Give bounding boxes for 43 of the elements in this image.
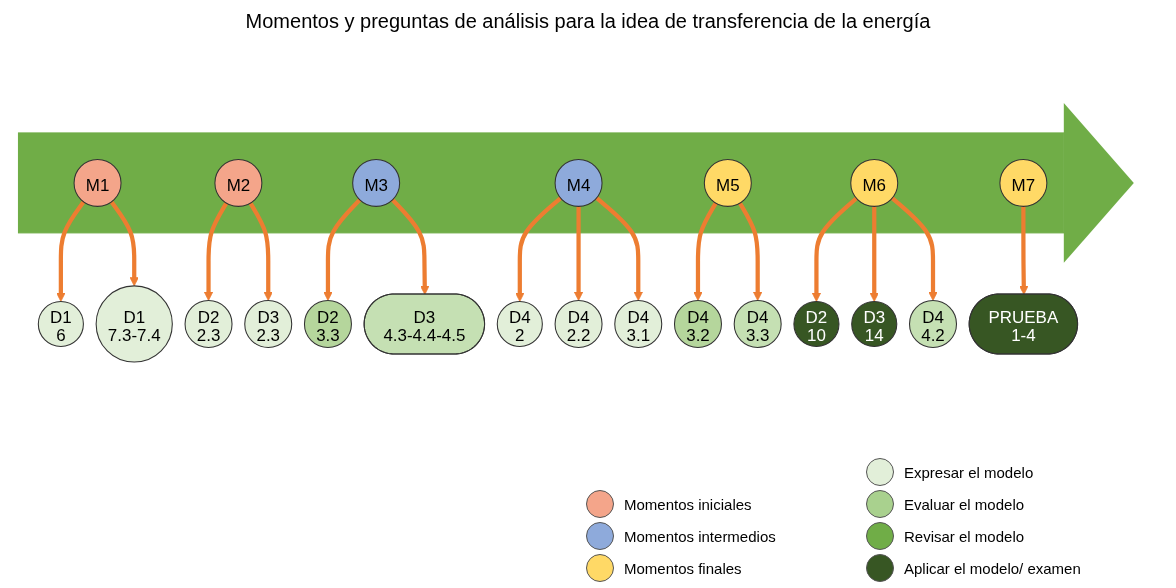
arrow <box>1019 206 1029 295</box>
node-circle: M3 <box>352 158 401 207</box>
legend-label: Aplicar el modelo/ examen <box>904 559 1081 577</box>
node-circle: M2 <box>214 158 263 207</box>
arrow <box>811 196 858 302</box>
node-circle: D1 7.3-7.4 <box>95 285 173 363</box>
node-circle: D2 10 <box>793 300 840 348</box>
arrow <box>573 206 584 301</box>
arrow <box>203 202 229 301</box>
legend-label: Evaluar el modelo <box>904 495 1025 513</box>
node-circle: D4 4.2 <box>909 299 958 348</box>
legend-label: Momentos finales <box>624 559 742 577</box>
arrow <box>390 198 430 295</box>
arrow <box>56 200 86 302</box>
node-circle: D4 2 <box>496 300 543 348</box>
node-circle: M7 <box>999 158 1048 207</box>
node-circle: M6 <box>850 158 899 207</box>
node-circle: M1 <box>73 158 122 207</box>
legend-label: Momentos intermedios <box>624 527 776 545</box>
node-circle: D4 3.3 <box>733 299 782 348</box>
node-circle: D2 3.3 <box>303 299 352 348</box>
node-circle: D2 2.3 <box>184 299 233 348</box>
arrow <box>595 196 643 301</box>
node-circle: M4 <box>554 158 603 207</box>
legend-label: Expresar el modelo <box>904 463 1034 481</box>
legend-label: Momentos iniciales <box>624 495 752 513</box>
legend-label: Revisar el modelo <box>904 527 1025 545</box>
node-circle: D3 2.3 <box>244 299 293 348</box>
arrow <box>323 198 362 301</box>
node-circle: D4 3.1 <box>614 299 663 348</box>
arrow <box>738 202 763 301</box>
node-circle: D3 14 <box>851 300 898 348</box>
node-circle: D1 6 <box>37 300 84 348</box>
arrow <box>248 202 273 301</box>
arrow <box>109 200 139 287</box>
arrow <box>515 196 563 302</box>
arrow <box>869 206 879 302</box>
node-circle: D4 3.2 <box>673 299 722 348</box>
diagram-title: Momentos y preguntas de análisis para la idea de transferencia de la energía <box>244 10 932 33</box>
arrow <box>693 202 718 301</box>
arrow <box>890 196 938 301</box>
node-circle: M5 <box>703 158 752 207</box>
node-circle: D4 2.2 <box>554 299 603 348</box>
